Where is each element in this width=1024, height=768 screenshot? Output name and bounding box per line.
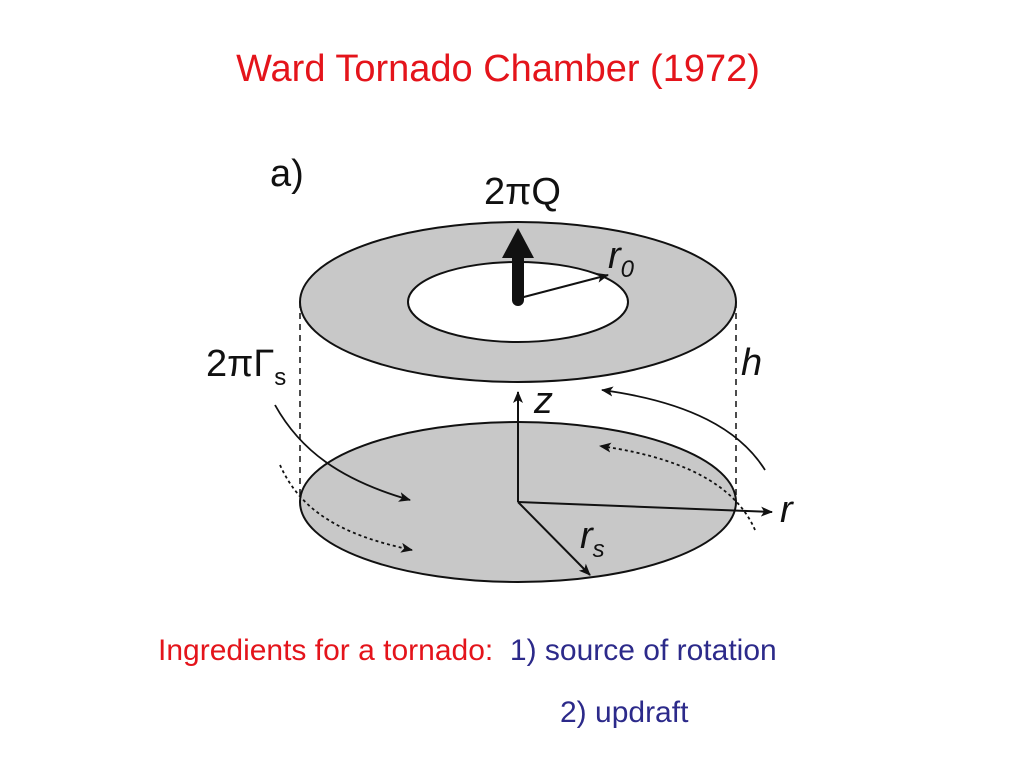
r0-label-main: r	[608, 235, 622, 277]
r0-radius-arrow	[519, 272, 609, 299]
caption-line-1: Ingredients for a tornado: 1) source of …	[158, 634, 777, 667]
r0-label: r0	[608, 235, 635, 283]
updraft-arrow	[502, 228, 534, 306]
circulation-label: 2πΓs	[206, 343, 286, 391]
r-axis-arrow	[517, 501, 773, 517]
caption-prefix: Ingredients for a tornado:	[158, 634, 494, 667]
flux-label: 2πQ	[484, 171, 561, 213]
right-rotation-dotted-arrow	[599, 442, 756, 531]
caption-item-2: 2) updraft	[560, 696, 689, 729]
right-rotation-solid-arrow	[601, 386, 766, 471]
caption-item-1: 1) source of rotation	[509, 634, 777, 667]
rs-label-sub: s	[593, 536, 605, 563]
rs-label: rs	[580, 515, 605, 563]
rs-radius-arrow	[517, 501, 591, 576]
panel-label: a)	[270, 153, 304, 195]
z-label: z	[533, 380, 553, 422]
circulation-label-sub: s	[274, 364, 286, 391]
r-label: r	[780, 489, 794, 531]
r0-label-sub: 0	[621, 256, 635, 283]
circulation-label-main: 2πΓ	[206, 343, 274, 385]
rs-label-main: r	[580, 515, 594, 557]
left-inflow-dotted-arrow	[279, 464, 413, 553]
left-inflow-solid-arrow	[274, 404, 411, 502]
h-label: h	[741, 342, 762, 384]
slide-title: Ward Tornado Chamber (1972)	[236, 48, 760, 90]
